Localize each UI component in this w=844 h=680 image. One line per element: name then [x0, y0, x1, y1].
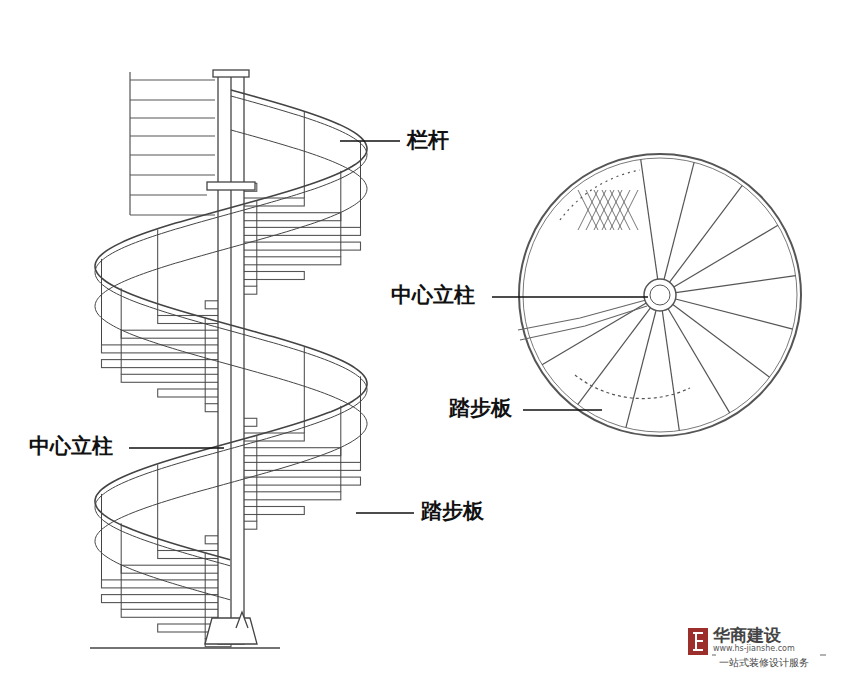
baluster: [121, 288, 122, 374]
baluster: [256, 200, 257, 286]
part-label: 中心立柱: [388, 283, 478, 308]
baluster: [101, 494, 102, 580]
baluster: [360, 376, 361, 462]
baluster: [205, 318, 206, 404]
mid-rail: [95, 130, 367, 600]
leader-lines: [129, 141, 648, 513]
baluster: [340, 171, 341, 257]
tread: [121, 609, 231, 617]
tread-plan-line: [674, 225, 778, 287]
part-label: 中心立柱: [26, 434, 116, 459]
tread: [121, 374, 231, 382]
baluster: [157, 230, 158, 316]
baluster: [101, 259, 102, 345]
baluster: [256, 435, 257, 521]
baluster: [304, 112, 305, 198]
handrail: [95, 96, 367, 566]
tread: [231, 492, 341, 500]
tread: [231, 257, 341, 265]
tread-plan-line: [641, 159, 658, 279]
watermark-slogan: 一站式装修设计服务: [719, 657, 809, 668]
watermark-text: 华商建设: [713, 626, 781, 645]
baluster: [121, 523, 122, 609]
ground-line: [90, 647, 280, 648]
part-label: 踏步板: [446, 396, 515, 421]
hatch-line: [602, 190, 622, 230]
hatch-line: [578, 190, 598, 230]
hatch-line: [586, 190, 606, 230]
hatch-line: [618, 190, 638, 230]
tread-plan-line: [662, 311, 679, 431]
tread-plan-line: [668, 309, 730, 413]
tread-plan-line: [626, 311, 656, 428]
plan-view: [518, 154, 801, 436]
railing-elevation: [95, 90, 367, 639]
top-landing: [130, 72, 215, 215]
hatch-line: [594, 190, 614, 230]
tread-plan-line: [664, 162, 694, 279]
baluster: [340, 406, 341, 492]
baluster: [360, 141, 361, 227]
baluster: [304, 347, 305, 433]
part-label: 栏杆: [404, 128, 452, 153]
part-label: 踏步板: [418, 499, 487, 524]
hatch-line: [586, 190, 606, 230]
hatch-line: [610, 190, 630, 230]
tread-plan-line: [676, 299, 793, 329]
hatch-line: [602, 190, 622, 230]
tread-plan-line: [542, 303, 646, 365]
center-column-elevation: [205, 70, 257, 644]
watermark-url: www.hs-jianshe.com: [713, 645, 795, 654]
hatch-line: [610, 190, 630, 230]
baluster: [205, 553, 206, 639]
tread-plan-line: [676, 276, 796, 293]
handrail: [95, 90, 367, 560]
hatch-line: [618, 190, 638, 230]
hatch-line: [594, 190, 614, 230]
hatch-line: [578, 190, 598, 230]
baluster: [157, 465, 158, 551]
